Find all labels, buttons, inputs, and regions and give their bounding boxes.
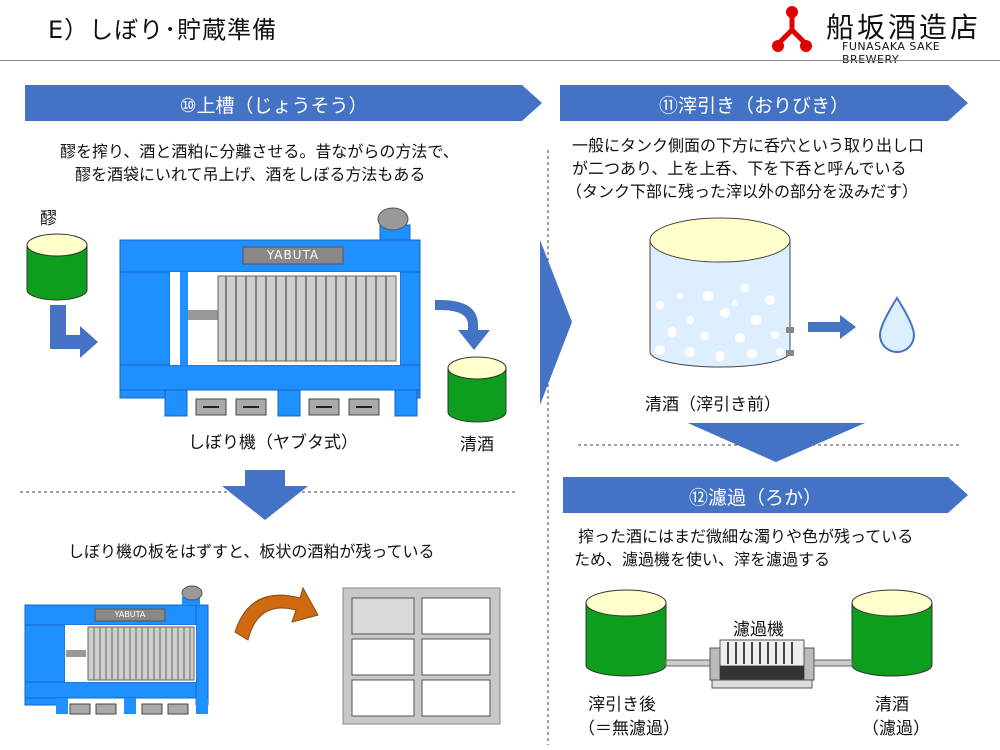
press-label: しぼり機（ヤブタ式） bbox=[188, 433, 358, 453]
brewery-logo-subtitle: FUNASAKA SAKE BREWERY bbox=[842, 40, 941, 66]
filter-machine-label: 濾過機 bbox=[733, 620, 784, 640]
unfiltered-sublabel: （＝無濾過） bbox=[578, 719, 680, 739]
tank-outflow-arrow bbox=[808, 315, 856, 339]
press-brand-plate: YABUTA bbox=[266, 248, 320, 262]
orange-curved-arrow bbox=[234, 586, 319, 641]
down-arrow-right-base bbox=[688, 423, 865, 462]
banner-roka bbox=[563, 477, 968, 513]
roka-description-line-2: ため、濾過機を使い、滓を濾過する bbox=[574, 550, 831, 569]
joso-description-line-1: 醪を搾り、酒と酒粕に分離させる。昔ながらの方法で、 bbox=[60, 142, 459, 161]
banner-roka-label: ⑫濾過（ろか） bbox=[688, 487, 822, 509]
page-title: E）しぼり･貯蔵準備 bbox=[48, 16, 278, 44]
large-tank bbox=[649, 217, 794, 368]
sake-label: 清酒 bbox=[460, 435, 494, 455]
sake-tank bbox=[447, 356, 507, 423]
plate-note: しぼり機の板をはずすと、板状の酒粕が残っている bbox=[68, 542, 435, 561]
tank-label: 清酒（滓引き前） bbox=[645, 395, 781, 415]
small-press-brand-plate: YABUTA bbox=[114, 610, 146, 619]
filter-tank-left bbox=[585, 589, 667, 677]
big-chevron-arrow bbox=[540, 240, 572, 405]
press-to-sake-arrow bbox=[435, 300, 490, 350]
unfiltered-label: 滓引き後 bbox=[588, 695, 656, 715]
roka-description-line-1: 搾った酒にはまだ微細な濁りや色が残っている bbox=[578, 527, 914, 546]
filter-tank-right bbox=[851, 589, 933, 677]
filter-machine bbox=[709, 639, 815, 689]
header-divider bbox=[0, 60, 1000, 61]
sake-lees-board bbox=[342, 587, 501, 725]
oribiki-description-line-2: が二つあり、上を上呑、下を下呑と呼んでいる bbox=[572, 159, 907, 178]
banner-joso bbox=[25, 85, 542, 121]
joso-description-line-2: 醪を酒袋にいれて吊上げ、酒をしぼる方法もある bbox=[75, 165, 426, 184]
oribiki-description-line-1: 一般にタンク側面の下方に呑穴という取り出し口 bbox=[572, 136, 925, 155]
press-machine bbox=[119, 207, 421, 417]
small-press bbox=[24, 585, 209, 715]
moromi-arrow bbox=[50, 305, 98, 358]
brewery-logo-name: 船坂酒造店 bbox=[826, 11, 982, 44]
banner-joso-label: ⑩上槽（じょうそう） bbox=[179, 95, 368, 117]
banner-oribiki bbox=[560, 85, 968, 121]
oribiki-description-line-3: （タンク下部に残った滓以外の部分を汲みだす） bbox=[566, 182, 919, 201]
moromi-label: 醪 bbox=[40, 209, 57, 229]
filtered-sublabel: （濾過） bbox=[862, 719, 930, 739]
banner-oribiki-label: ⑪滓引き（おりびき） bbox=[658, 95, 849, 117]
moromi-tank bbox=[26, 233, 88, 301]
sake-drop bbox=[878, 296, 916, 353]
brewery-logo-mark bbox=[772, 6, 812, 52]
filtered-label: 清酒 bbox=[875, 695, 909, 715]
down-arrow-left bbox=[222, 470, 308, 520]
